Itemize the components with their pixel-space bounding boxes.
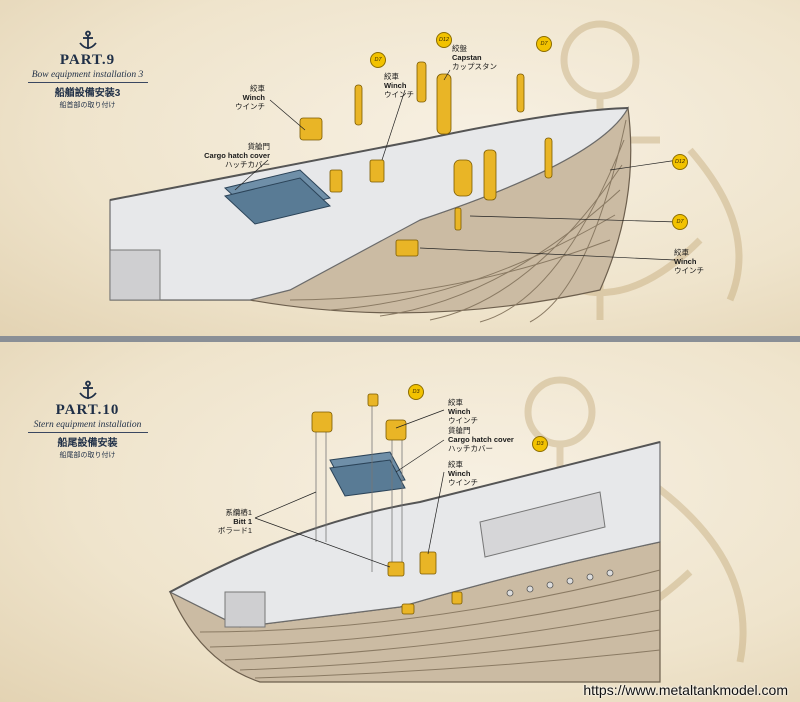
part-9-header: PART.9 Bow equipment installation 3 船艏設備… bbox=[0, 30, 175, 110]
label-en: Bitt 1 bbox=[233, 517, 252, 526]
label-jp: ボラード1 bbox=[217, 526, 252, 535]
part-10-jp-title: 船尾設備安装 bbox=[57, 438, 118, 449]
cargo-hatch-cover-10 bbox=[329, 451, 406, 497]
label-en: Winch bbox=[674, 257, 697, 266]
part-10-header: PART.10 Stern equipment installation 船尾設… bbox=[0, 380, 175, 460]
label-en: Winch bbox=[448, 469, 471, 478]
label-en: Cargo hatch cover bbox=[204, 151, 270, 160]
label-en: Winch bbox=[384, 81, 407, 90]
label-cn: 絞盤 bbox=[452, 44, 467, 53]
part-9-jp-title: 船艏設備安装3 bbox=[54, 88, 121, 99]
part-10-jp-subtitle: 船尾部の取り付け bbox=[59, 452, 116, 459]
part-10-subtitle: Stern equipment installation bbox=[33, 420, 142, 430]
label-en: Winch bbox=[448, 407, 471, 416]
callout-badge: D12 bbox=[436, 32, 452, 48]
website-url: https://www.metaltankmodel.com bbox=[583, 682, 788, 698]
bow-scene bbox=[109, 20, 743, 323]
label-jp: ウインチ bbox=[448, 478, 478, 487]
part-9-panel: PART.9 Bow equipment installation 3 船艏設備… bbox=[0, 0, 800, 342]
label-en: Capstan bbox=[452, 53, 482, 62]
anchor-icon bbox=[78, 30, 97, 49]
label-jp: カップスタン bbox=[452, 62, 497, 71]
label-en: Winch bbox=[242, 93, 265, 102]
stern-scene bbox=[168, 376, 747, 683]
label-jp: ウインチ bbox=[235, 102, 265, 111]
capstan-label: 絞盤 Capstan カップスタン bbox=[452, 44, 497, 71]
label-jp: ウインチ bbox=[384, 90, 414, 99]
winch-label-mid-10: 絞車 Winch ウインチ bbox=[448, 460, 478, 487]
label-jp: ハッチカバー bbox=[225, 160, 270, 169]
winch-label-mid: 絞車 Winch ウインチ bbox=[384, 72, 414, 99]
label-cn: 絞車 bbox=[448, 460, 463, 469]
cargo-hatch-cover-9 bbox=[223, 169, 332, 225]
part-9-subtitle: Bow equipment installation 3 bbox=[31, 70, 144, 80]
part-10-title: PART.10 bbox=[55, 402, 120, 418]
anchor-icon bbox=[78, 380, 97, 399]
label-cn: 絞車 bbox=[674, 248, 689, 257]
winch-label-right: 絞車 Winch ウインチ bbox=[674, 248, 704, 275]
label-en: Cargo hatch cover bbox=[448, 435, 514, 444]
label-jp: ハッチカバー bbox=[448, 444, 493, 453]
callout-badge: D7 bbox=[536, 36, 552, 52]
callout-badge: D12 bbox=[672, 154, 688, 170]
label-jp: ウインチ bbox=[674, 266, 704, 275]
part-9-rule bbox=[27, 82, 148, 83]
winch-label-left: 絞車 Winch ウインチ bbox=[235, 84, 265, 111]
label-cn: 貨艙門 bbox=[247, 142, 271, 151]
part-9-jp-subtitle: 船首部の取り付け bbox=[59, 102, 116, 109]
callout-badge: D3 bbox=[408, 384, 424, 400]
bitt-label: 系纜樁1 Bitt 1 ボラード1 bbox=[200, 508, 252, 535]
label-cn: 絞車 bbox=[250, 84, 265, 93]
callout-badge: D3 bbox=[532, 436, 548, 452]
label-jp: ウインチ bbox=[448, 416, 478, 425]
label-cn: 絞車 bbox=[448, 398, 463, 407]
cargo-hatch-label-9: 貨艙門 Cargo hatch cover ハッチカバー bbox=[160, 142, 270, 169]
label-cn: 系纜樁1 bbox=[225, 508, 252, 517]
callout-badge: D7 bbox=[672, 214, 688, 230]
label-cn: 絞車 bbox=[384, 72, 399, 81]
part-10-panel: PART.10 Stern equipment installation 船尾設… bbox=[0, 342, 800, 702]
label-cn: 貨艙門 bbox=[448, 426, 471, 435]
winch-label-top: 絞車 Winch ウインチ bbox=[448, 398, 478, 425]
callout-badge: D7 bbox=[370, 52, 386, 68]
part-10-rule bbox=[27, 432, 148, 433]
cargo-hatch-label-10: 貨艙門 Cargo hatch cover ハッチカバー bbox=[448, 426, 514, 453]
part-9-title: PART.9 bbox=[59, 52, 116, 68]
